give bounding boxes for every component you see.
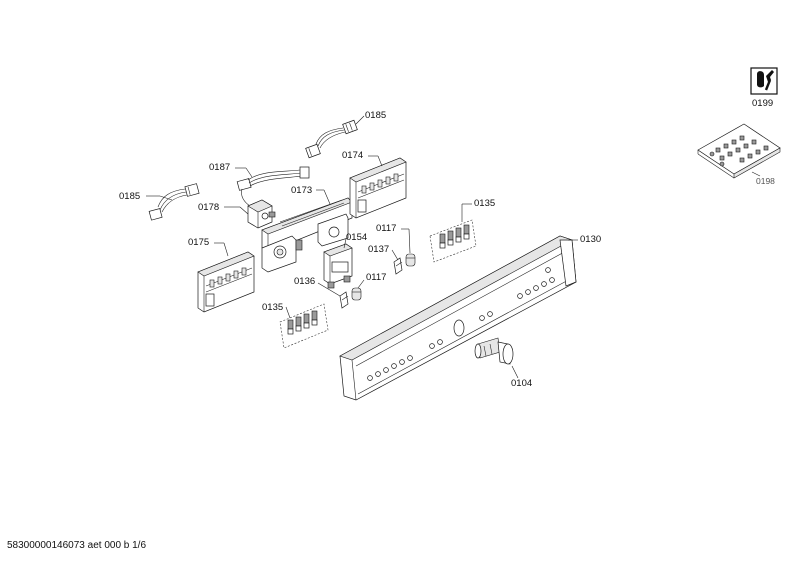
label-0130: 0130: [580, 234, 601, 245]
lamp-0117-upper: [405, 253, 416, 267]
label-0185-left: 0185: [119, 191, 140, 202]
leader-0154: [343, 238, 347, 249]
label-0137: 0137: [368, 244, 389, 255]
leader-0117-lower: [357, 279, 365, 289]
document-id-footer: 58300000146073 aet 000 b 1/6: [7, 540, 147, 551]
knob-0104: [474, 337, 514, 365]
label-0117-lower: 0117: [366, 272, 386, 283]
label-0135-left: 0135: [262, 302, 283, 313]
electronic-module-0174: [349, 157, 407, 219]
label-0199: 0199: [752, 98, 773, 109]
label-0175: 0175: [188, 237, 209, 248]
contact-strip-0135-left: [279, 303, 329, 349]
contact-strip-0135-right: [429, 219, 477, 263]
lamp-0117-lower: [351, 287, 362, 301]
leader-0136: [317, 282, 341, 297]
cable-harness-0187: [236, 166, 310, 207]
label-0173: 0173: [291, 185, 312, 196]
label-0187: 0187: [209, 162, 230, 173]
label-0185-top: 0185: [365, 110, 386, 121]
documentation-sheet-0198: [697, 123, 781, 179]
wrench-service-icon: [750, 67, 778, 95]
label-0135-right: 0135: [474, 198, 495, 209]
leader-0137: [391, 249, 399, 261]
leader-0135-left: [285, 306, 291, 319]
label-0174: 0174: [342, 150, 363, 161]
clip-0137: [393, 257, 403, 275]
cable-harness-0185-top: [305, 119, 358, 159]
cable-harness-0185-left: [148, 183, 200, 221]
electronic-module-0175: [197, 251, 255, 313]
label-0136: 0136: [294, 276, 315, 287]
label-0104: 0104: [511, 378, 532, 389]
bracket-0154: [323, 243, 353, 289]
leader-0198: [751, 171, 761, 177]
control-panel-0130: [339, 235, 577, 401]
relay-0178: [247, 199, 276, 229]
label-0178: 0178: [198, 202, 219, 213]
clip-0136: [339, 291, 349, 309]
leader-0104: [511, 365, 519, 379]
label-0154: 0154: [346, 232, 367, 243]
leader-0185-top: [355, 115, 365, 125]
label-0198: 0198: [756, 176, 775, 186]
control-module-0173: [261, 197, 353, 273]
label-0117-upper: 0117: [376, 223, 396, 234]
